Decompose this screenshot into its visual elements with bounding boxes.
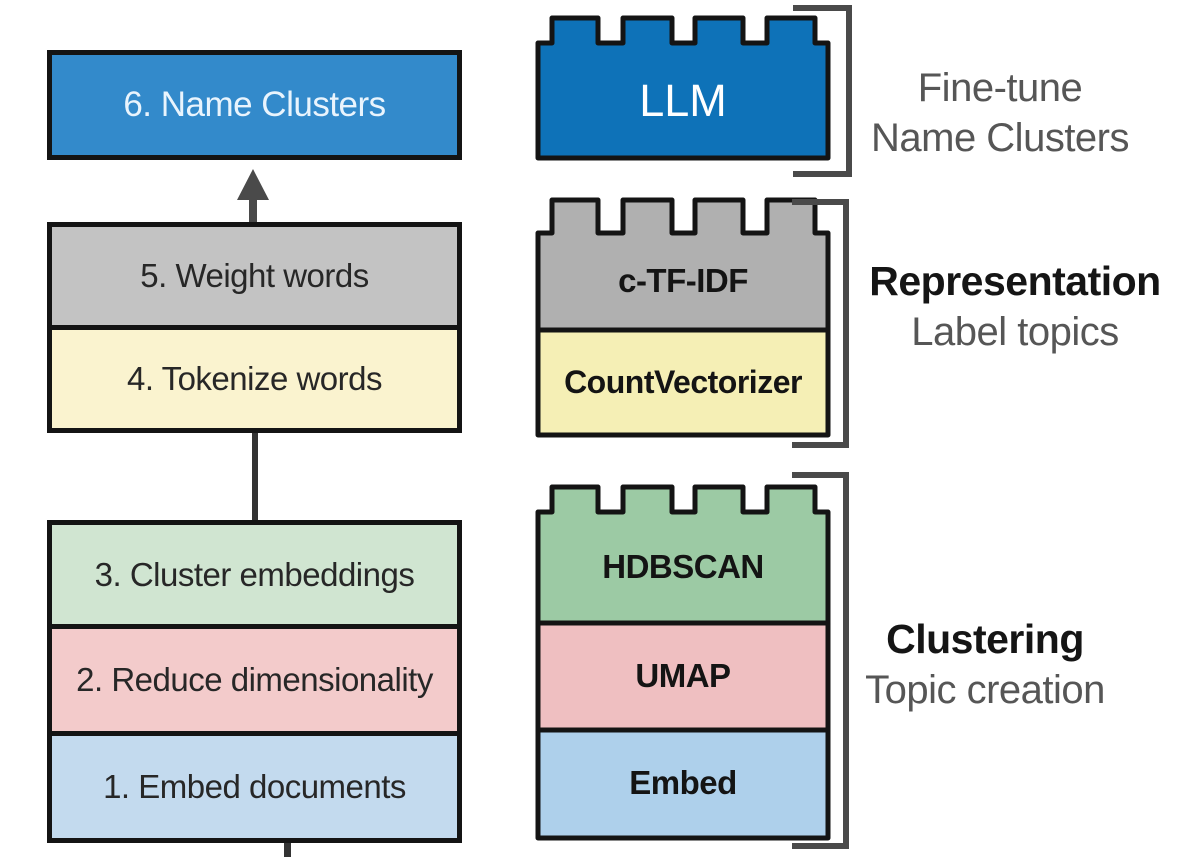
- group-label-representation: Representation Label topics: [845, 255, 1184, 357]
- flow-arrow-head-icon: [237, 169, 269, 200]
- brick-c-tf-idf: [535, 197, 831, 333]
- step-label-6: 6. Name Clusters: [123, 85, 386, 124]
- brick-hdbscan: [535, 484, 831, 626]
- step-box-4: 4. Tokenize words: [52, 325, 457, 428]
- brick-llm: [535, 15, 831, 161]
- group-subtitle-topic-creation: Topic creation: [865, 668, 1105, 712]
- group-label-clustering: Clustering Topic creation: [835, 613, 1135, 715]
- group-title-representation: Representation: [869, 258, 1161, 304]
- step-stack-clustering: 3. Cluster embeddings 2. Reduce dimensio…: [47, 520, 462, 843]
- step-stack-representation: 5. Weight words 4. Tokenize words: [47, 222, 462, 433]
- step-label-2: 2. Reduce dimensionality: [76, 661, 433, 698]
- brick-umap: [535, 620, 831, 733]
- brick-label-embed: Embed: [629, 764, 737, 801]
- step-box-1: 1. Embed documents: [52, 731, 457, 838]
- flow-stub-line: [284, 843, 291, 857]
- step-box-6: 6. Name Clusters: [47, 50, 462, 160]
- brick-label-hdbscan: HDBSCAN: [602, 548, 764, 585]
- brick-label-umap: UMAP: [635, 656, 731, 694]
- step-box-2: 2. Reduce dimensionality: [52, 624, 457, 731]
- group-label-fine-tune: Fine-tune Name Clusters: [845, 63, 1155, 163]
- step-label-5: 5. Weight words: [140, 257, 369, 294]
- flow-connector-line: [252, 433, 258, 521]
- step-box-5: 5. Weight words: [52, 227, 457, 325]
- brick-label-llm: LLM: [639, 75, 727, 126]
- step-label-1: 1. Embed documents: [103, 768, 406, 805]
- brick-label-countvectorizer: CountVectorizer: [564, 363, 802, 400]
- step-label-3: 3. Cluster embeddings: [94, 555, 415, 593]
- group-subtitle-name-clusters: Name Clusters: [870, 116, 1130, 160]
- brick-embed: [535, 727, 831, 841]
- group-title-fine-tune: Fine-tune: [917, 66, 1083, 110]
- group-subtitle-label-topics: Label topics: [911, 310, 1119, 354]
- group-title-clustering: Clustering: [886, 616, 1084, 662]
- step-box-3: 3. Cluster embeddings: [52, 525, 457, 624]
- bracket-fine-tune: [793, 5, 852, 177]
- flow-arrow-stem: [249, 194, 257, 224]
- brick-label-c-tf-idf: c-TF-IDF: [618, 262, 748, 299]
- bracket-clustering: [792, 472, 849, 849]
- step-label-4: 4. Tokenize words: [126, 360, 383, 397]
- bracket-representation: [792, 199, 849, 448]
